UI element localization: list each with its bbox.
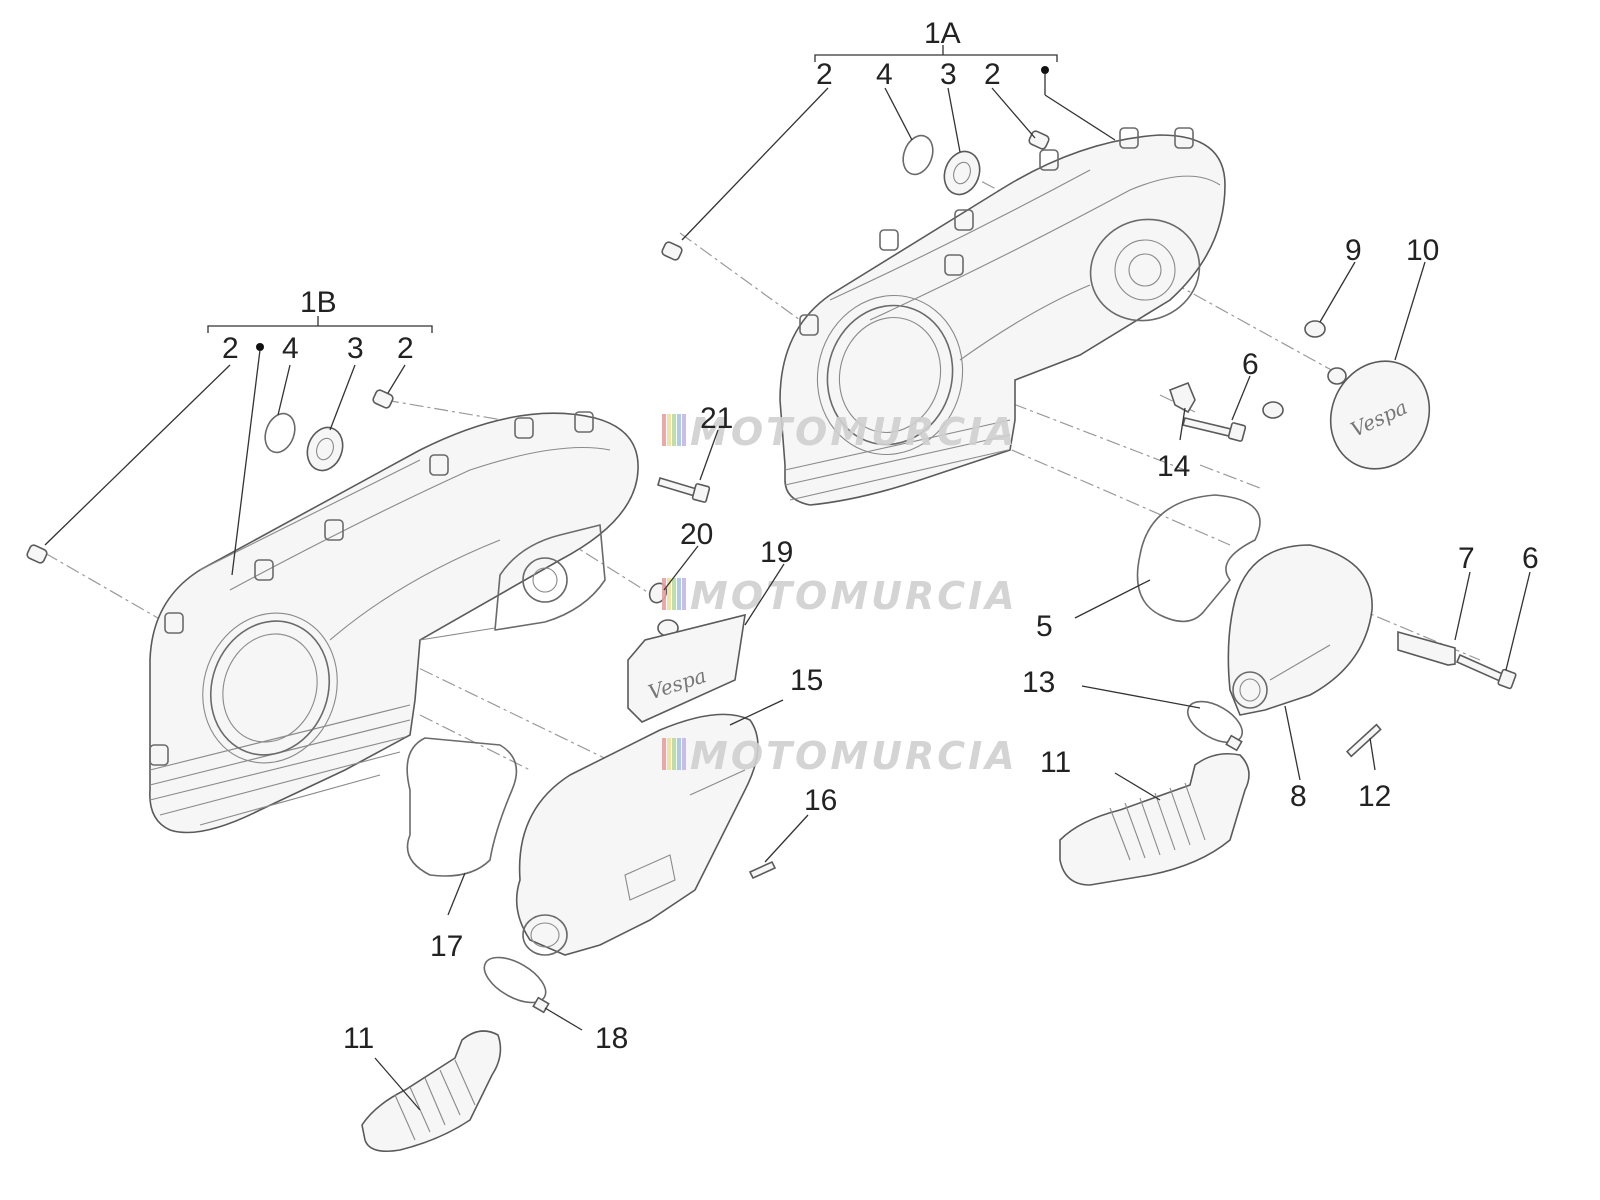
callout-3: 3	[347, 332, 364, 365]
callout-18: 18	[595, 1022, 628, 1055]
callout-16: 16	[804, 784, 837, 817]
clamp-13	[1187, 700, 1243, 752]
callout-14: 14	[1157, 450, 1190, 483]
callout-3: 3	[940, 58, 957, 91]
dowel-pin-b-right	[372, 389, 394, 409]
clip-14	[1169, 381, 1196, 414]
callout-6: 6	[1522, 542, 1539, 575]
callout-8: 8	[1290, 780, 1307, 813]
callout-7: 7	[1458, 542, 1475, 575]
bracket-1b	[207, 316, 433, 333]
callout-2: 2	[222, 332, 239, 365]
nut-6a	[1262, 401, 1284, 419]
watermark-1: MOTOMURCIA	[662, 410, 1018, 454]
group-dot-1b	[256, 343, 264, 351]
callout-5: 5	[1036, 610, 1053, 643]
bearing-b	[306, 426, 344, 472]
callout-11: 11	[1040, 746, 1071, 779]
washer-9b	[1327, 367, 1347, 385]
watermark-3: MOTOMURCIA	[662, 734, 1018, 778]
circlip-b	[264, 412, 296, 454]
dowel-pin-a-left	[661, 241, 683, 261]
bracket-7	[1397, 630, 1456, 666]
gasket-5	[1136, 494, 1261, 623]
leader-lines	[44, 74, 1531, 1111]
cover-1a	[779, 127, 1226, 506]
intake-cover-8	[1227, 544, 1373, 716]
watermark-text: MOTOMURCIA	[690, 574, 1018, 618]
callout-11: 11	[343, 1022, 374, 1055]
callout-1a: 1A	[924, 17, 961, 50]
bearing-a	[943, 150, 981, 196]
callout-13: 13	[1022, 666, 1055, 699]
watermark-text: MOTOMURCIA	[690, 734, 1018, 778]
bolt-21	[657, 477, 711, 503]
intake-cover-15	[515, 713, 759, 956]
dowel-pin-b-left	[26, 544, 48, 564]
bolt-6-right	[1455, 653, 1517, 690]
callout-4: 4	[282, 332, 299, 365]
callout-labels: 1A 2 4 3 2 1B 2 4 3 2 9 10 6 14 5 7 6 13…	[222, 17, 1539, 1055]
gasket-17	[406, 737, 518, 877]
callout-17: 17	[430, 930, 463, 963]
callout-9: 9	[1345, 234, 1362, 267]
callout-4: 4	[876, 58, 893, 91]
callout-15: 15	[790, 664, 823, 697]
intake-duct-11-right	[1059, 752, 1250, 886]
callout-1b: 1B	[300, 286, 337, 319]
bracket-1a	[814, 45, 1058, 62]
nut-9	[1304, 320, 1326, 338]
cover-1b	[149, 411, 639, 834]
callout-10: 10	[1406, 234, 1439, 267]
screw-16	[748, 860, 777, 880]
callout-2: 2	[397, 332, 414, 365]
nut-20a	[648, 582, 668, 604]
screw-12	[1345, 723, 1382, 758]
callout-20: 20	[680, 518, 713, 551]
cap-10: Vespa	[1329, 360, 1431, 470]
watermark-2: MOTOMURCIA	[662, 574, 1018, 618]
callout-19: 19	[760, 536, 793, 569]
callout-12: 12	[1358, 780, 1391, 813]
bolt-6-top	[1182, 417, 1247, 442]
callout-2: 2	[816, 58, 833, 91]
badge-19: Vespa	[627, 613, 746, 723]
circlip-a	[902, 134, 934, 176]
callout-2: 2	[984, 58, 1001, 91]
intake-duct-11-left	[361, 1030, 502, 1153]
callout-6: 6	[1242, 348, 1259, 381]
group-dot-1a	[1041, 66, 1049, 74]
watermark-text: MOTOMURCIA	[690, 410, 1018, 454]
callout-21: 21	[700, 402, 733, 435]
dowel-pin-a-right	[1028, 130, 1050, 150]
clamp-18	[483, 956, 550, 1014]
